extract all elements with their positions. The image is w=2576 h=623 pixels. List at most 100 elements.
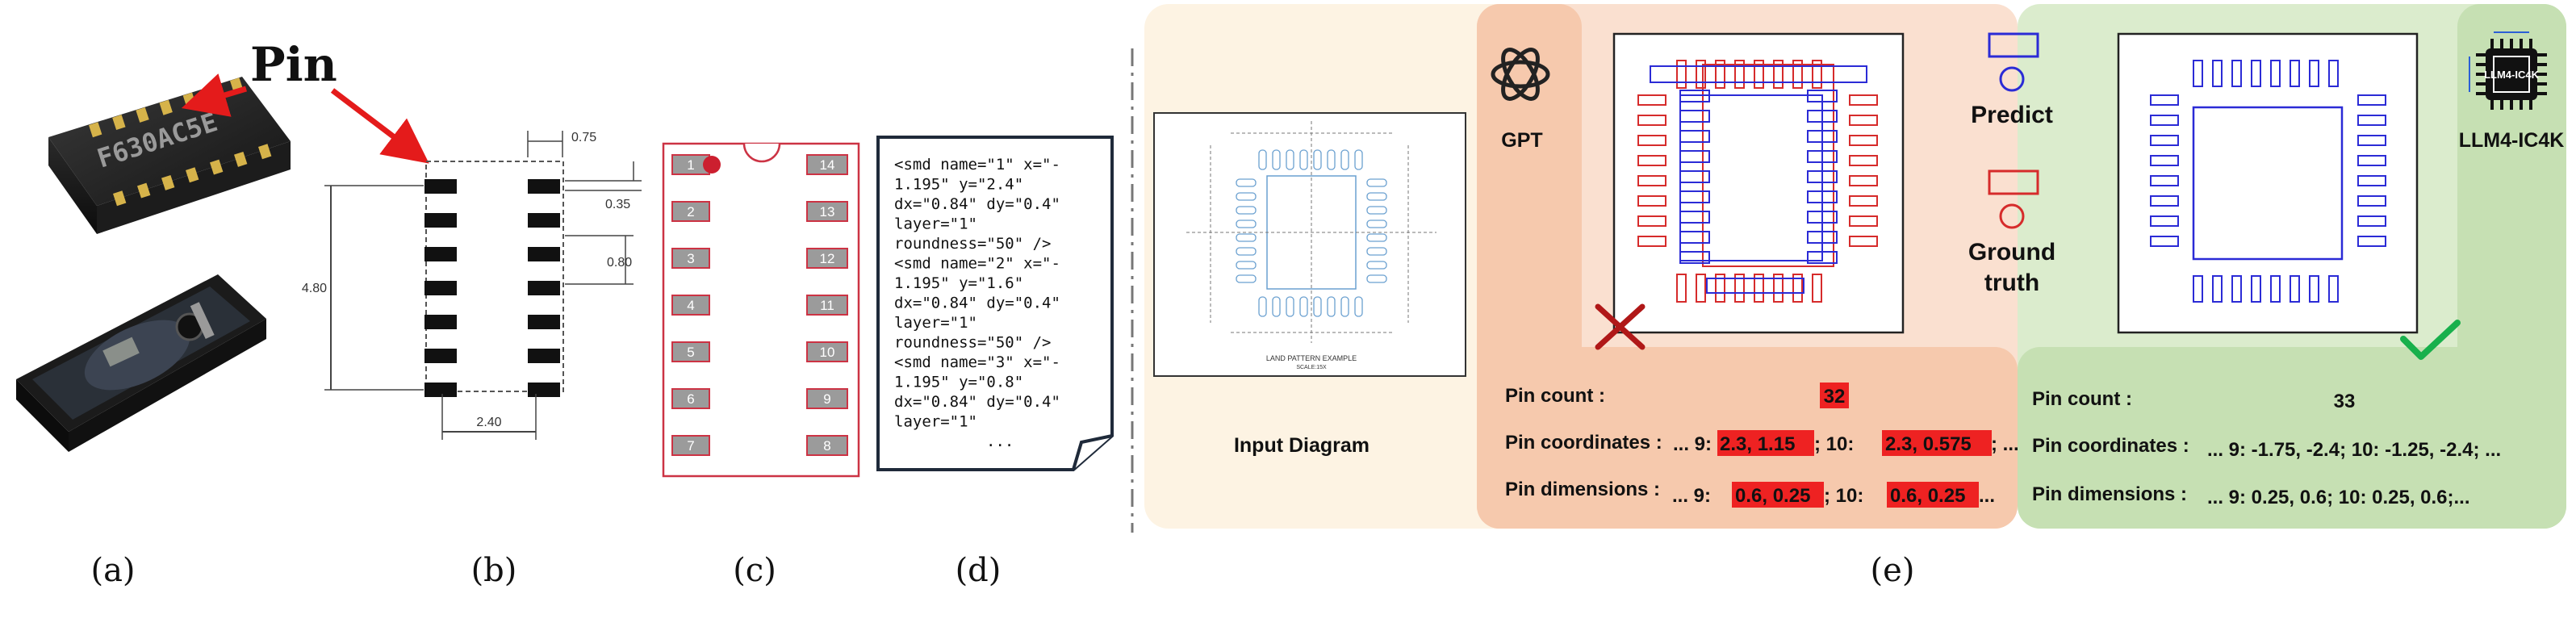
- predict-pad-right: [2357, 215, 2386, 227]
- predict-pad-left: [2150, 175, 2179, 186]
- gpt-pin-coord-part-4: 2.3, 0.575: [1885, 433, 1972, 455]
- truth-pad-left: [1637, 94, 1666, 106]
- input-pad-right: [1366, 247, 1387, 256]
- truth-pad-right: [1849, 135, 1878, 146]
- input-pad-bottom: [1354, 296, 1363, 317]
- predict-pad-bottom: [2212, 275, 2223, 303]
- package-pad-right: [528, 349, 560, 363]
- predict-pad-right: [1807, 110, 1838, 123]
- truth-pad-left: [1637, 195, 1666, 207]
- truth-center-pad: [1702, 64, 1834, 267]
- predict-pad-bottom: [2251, 275, 2261, 303]
- footprint-pad-right: [806, 435, 848, 456]
- package-pad-left: [424, 213, 457, 228]
- input-pad-bottom: [1299, 296, 1308, 317]
- footprint-pad-left: [671, 435, 710, 456]
- gpt-pin-count-value: 32: [1824, 386, 1846, 408]
- chip-pin-bottom-row: [113, 190, 127, 207]
- llm-chip-icon-text: LLM4-IC4K: [2484, 69, 2540, 81]
- predict-pad-left: [2150, 215, 2179, 227]
- dim-label-width: 2.40: [476, 416, 501, 429]
- panel-a: F630AC5E Pin (a): [16, 37, 429, 589]
- footprint-pad-left: [671, 295, 710, 316]
- chip-photo-top: F630AC5E: [48, 77, 291, 234]
- predict-pad-right: [2357, 135, 2386, 146]
- predict-pad-top: [2231, 60, 2242, 87]
- predict-pad-right: [1807, 211, 1838, 224]
- gpt-logo-icon: [1491, 48, 1550, 101]
- gpt-pin-dim-part-1: ... 9:: [1672, 485, 1717, 507]
- dim-label-080: 0.80: [607, 256, 632, 270]
- pin1-notch: [742, 143, 781, 163]
- dim-label-height: 4.80: [302, 282, 327, 295]
- llm-chip-icon: LLM4-IC4K: [2469, 31, 2547, 110]
- predict-pad-right: [2357, 236, 2386, 247]
- predict-pad-left: [1679, 211, 1710, 224]
- caption-b: (b): [471, 552, 517, 589]
- chip-pin-bottom-row: [137, 182, 151, 199]
- predict-pad-top: [2328, 60, 2339, 87]
- truth-pad-right: [1849, 115, 1878, 126]
- truth-pad-right: [1849, 215, 1878, 227]
- llm-result-bg: [2018, 347, 2566, 529]
- gpt-pin-dim-part-4: 0.6, 0.25: [1890, 485, 1965, 507]
- input-pad-top: [1327, 149, 1336, 170]
- predict-pad-top: [2270, 60, 2281, 87]
- legend-truth-label-1: Ground: [1968, 239, 2055, 266]
- input-pad-top: [1299, 149, 1308, 170]
- legend-predict-rect: [1988, 32, 2039, 58]
- chip-pin-top-row: [112, 115, 126, 131]
- input-pad-bottom: [1313, 296, 1322, 317]
- truth-pad-bottom: [1715, 274, 1725, 303]
- legend-truth-circle: [1999, 203, 2025, 229]
- footprint-pad-number: 10: [820, 345, 835, 360]
- panel-d: <smd name="1" x="-1.195" y="2.4"dx="0.84…: [876, 136, 1114, 589]
- gpt-pin-count-label: Pin count :: [1505, 385, 1605, 407]
- truth-pad-bottom: [1792, 274, 1803, 303]
- chip-pin-bottom-row: [210, 159, 224, 175]
- input-pad-right: [1366, 220, 1387, 228]
- predict-pad-right: [1807, 251, 1838, 264]
- input-pad-left: [1236, 233, 1257, 242]
- predict-pad-bottom: [2328, 275, 2339, 303]
- input-pad-top: [1286, 149, 1294, 170]
- code-line: roundness="50" />: [894, 334, 1051, 352]
- code-line: <smd name="3" x="-: [894, 353, 1060, 371]
- caption-c: (c): [733, 552, 776, 589]
- truth-pad-bottom: [1754, 274, 1764, 303]
- footprint-pad-number: 7: [687, 438, 694, 454]
- gpt-result: Pin count : 32 Pin coordinates : ... 9: …: [1505, 383, 2019, 508]
- land-pattern-title: LAND PATTERN EXAMPLE: [1266, 354, 1357, 362]
- gpt-pin-coord-label: Pin coordinates :: [1505, 432, 1662, 454]
- code-line: 1.195" y="2.4": [894, 176, 1023, 194]
- footprint-pad-number: 9: [823, 391, 830, 407]
- footprint-pad-right: [806, 341, 848, 362]
- gpt-coord-highlight-2: [1882, 430, 1992, 456]
- predict-pad-right: [1807, 190, 1838, 203]
- truth-pad-left: [1637, 175, 1666, 186]
- code-line: layer="1": [894, 314, 977, 332]
- gpt-pin-coord-part-2: 2.3, 1.15: [1720, 433, 1795, 455]
- pin-callout-label: Pin: [250, 37, 337, 92]
- predict-pad-bottom: [2231, 275, 2242, 303]
- input-diagram: LAND PATTERN EXAMPLE SCALE:15X: [1153, 112, 1466, 377]
- input-pad-left: [1236, 261, 1257, 270]
- input-pad-right: [1366, 178, 1387, 187]
- predict-pad-top: [2309, 60, 2319, 87]
- llm-pin-coord-label: Pin coordinates :: [2032, 435, 2189, 457]
- package-pad-right: [528, 383, 560, 397]
- package-pad-left: [424, 315, 457, 329]
- truth-pad-top: [1734, 60, 1745, 89]
- code-line: layer="1": [894, 215, 977, 233]
- footprint-pad-left: [671, 248, 710, 269]
- package-pad-left: [424, 247, 457, 261]
- input-pad-left: [1236, 220, 1257, 228]
- predict-pad-left: [1679, 251, 1710, 264]
- footprint-pad-number: 5: [687, 345, 694, 360]
- truth-pad-top: [1773, 60, 1784, 89]
- truth-pad-bottom: [1696, 274, 1706, 303]
- predict-pad-right: [2357, 195, 2386, 207]
- gpt-pin-dim-label: Pin dimensions :: [1505, 479, 1660, 500]
